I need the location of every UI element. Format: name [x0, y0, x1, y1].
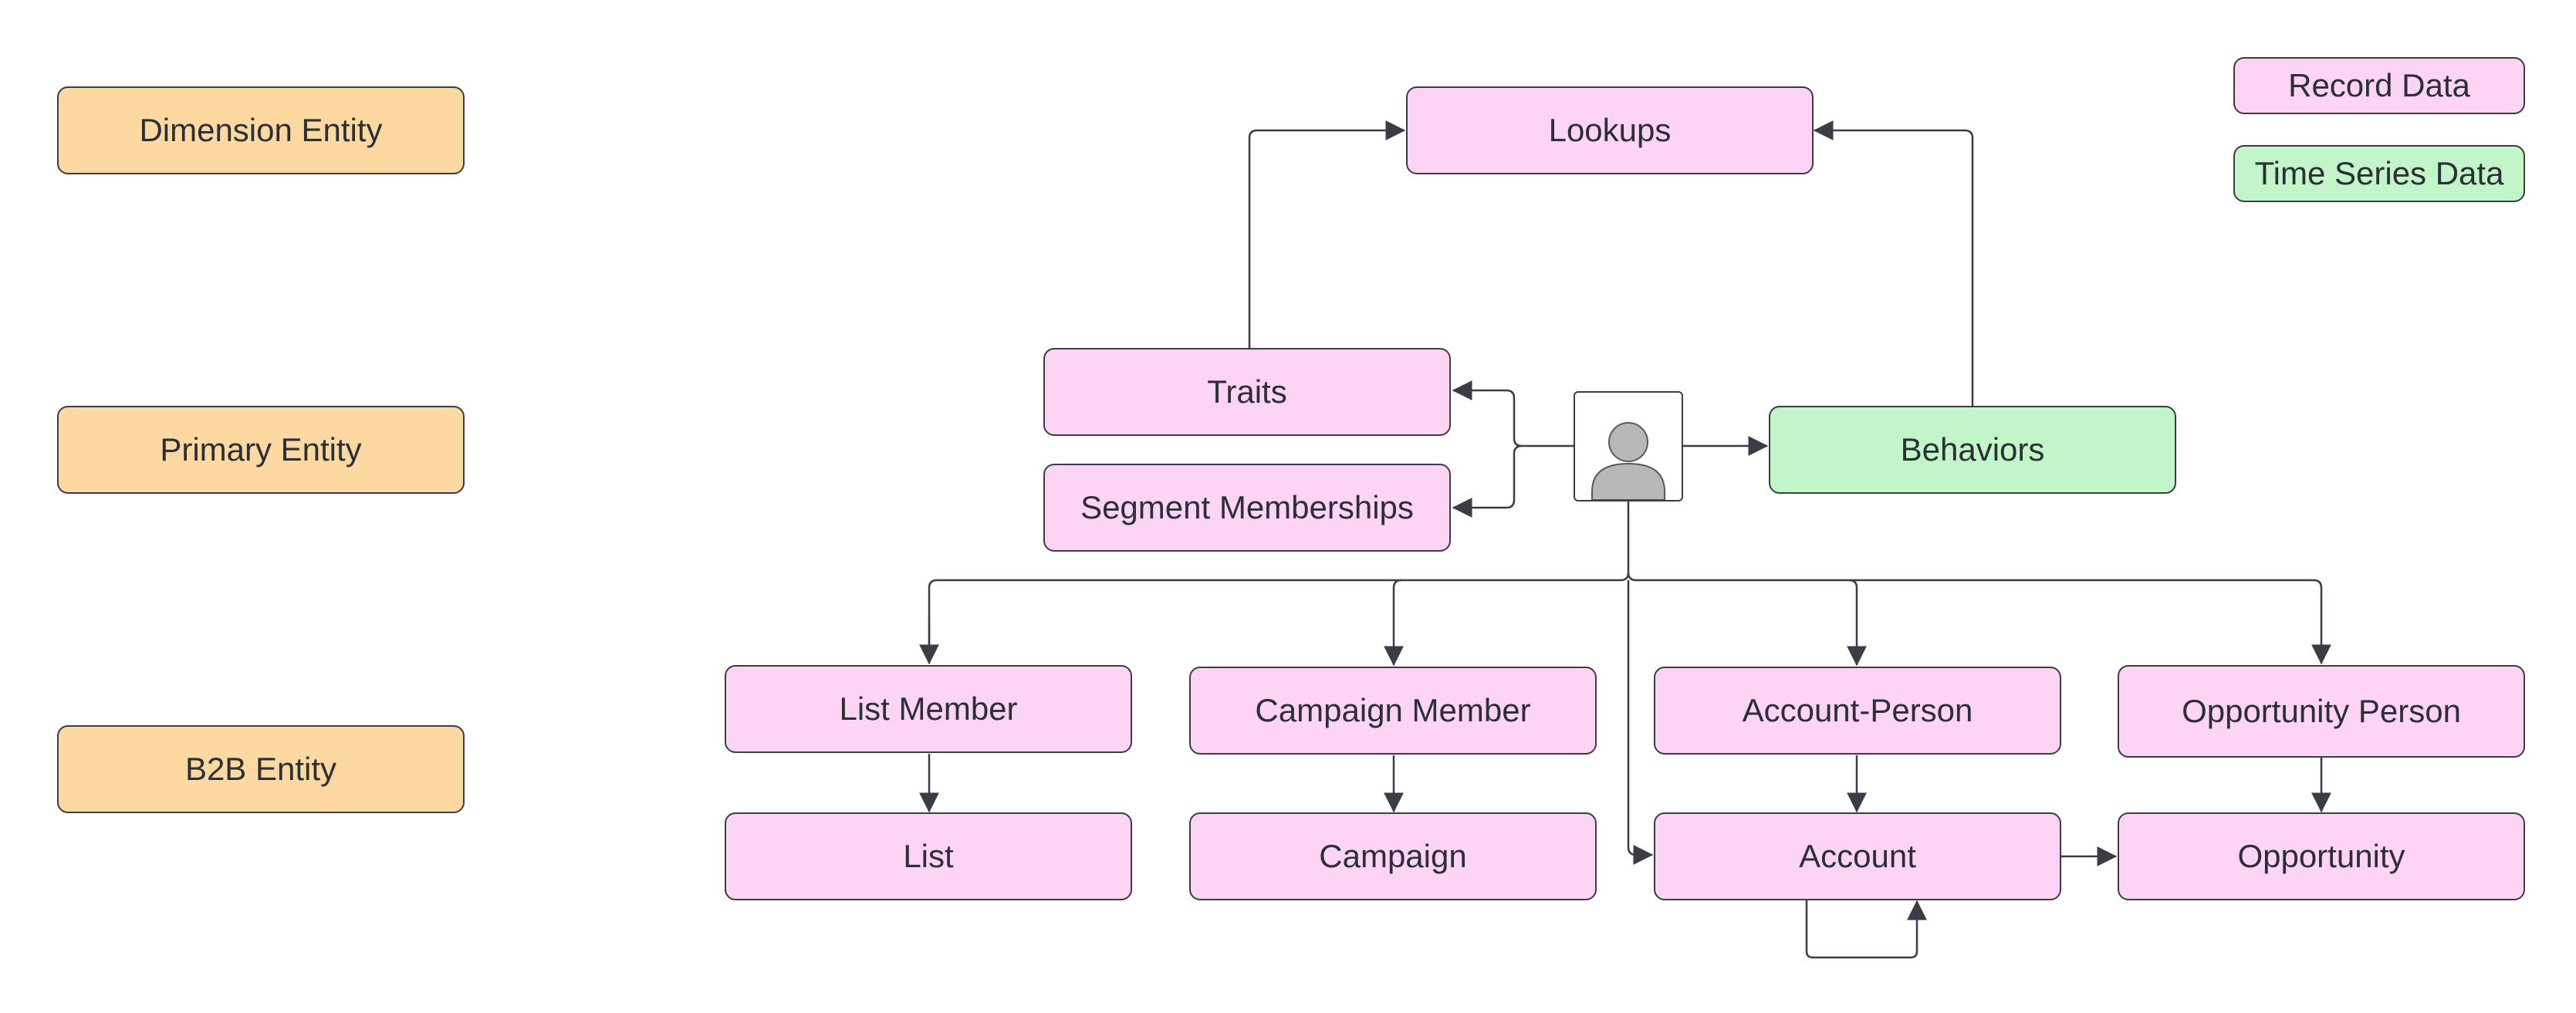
- edge-person-to-account-person: [1627, 572, 1867, 667]
- edge-person-to-traits: [1452, 380, 1574, 447]
- person-icon: [1591, 422, 1665, 501]
- campaign-member-node: Campaign Member: [1189, 667, 1597, 755]
- account-node: Account: [1654, 812, 2061, 900]
- b2b-entity-label: B2B Entity: [57, 725, 465, 813]
- campaign-node: Campaign: [1189, 812, 1597, 900]
- list-member-node: List Member: [725, 665, 1132, 753]
- edge-person-to-campaign-member: [1384, 579, 1404, 667]
- traits-node: Traits: [1043, 348, 1451, 436]
- edge-person-to-segments: [1452, 444, 1523, 518]
- dimension-entity-label: Dimension Entity: [57, 86, 465, 174]
- edge-account-self-loop: [1805, 900, 1927, 959]
- primary-entity-label: Primary Entity: [57, 406, 465, 494]
- edge-behaviors-to-lookups: [1813, 120, 1974, 406]
- person-node: [1574, 391, 1683, 501]
- opportunity-node: Opportunity: [2118, 812, 2525, 900]
- opportunity-person-node: Opportunity Person: [2118, 665, 2525, 758]
- edge-traits-to-lookups: [1248, 120, 1406, 348]
- account-person-node: Account-Person: [1654, 667, 2061, 755]
- list-node: List: [725, 812, 1132, 900]
- segment-memberships-node: Segment Memberships: [1043, 464, 1451, 552]
- behaviors-node: Behaviors: [1769, 406, 2176, 494]
- edge-person-to-opportunity-person: [1849, 579, 2331, 665]
- lookups-node: Lookups: [1406, 86, 1814, 174]
- edge-person-to-account: [1627, 580, 1654, 865]
- legend-record-data: Record Data: [2233, 57, 2525, 114]
- legend-time-series-data: Time Series Data: [2233, 145, 2525, 202]
